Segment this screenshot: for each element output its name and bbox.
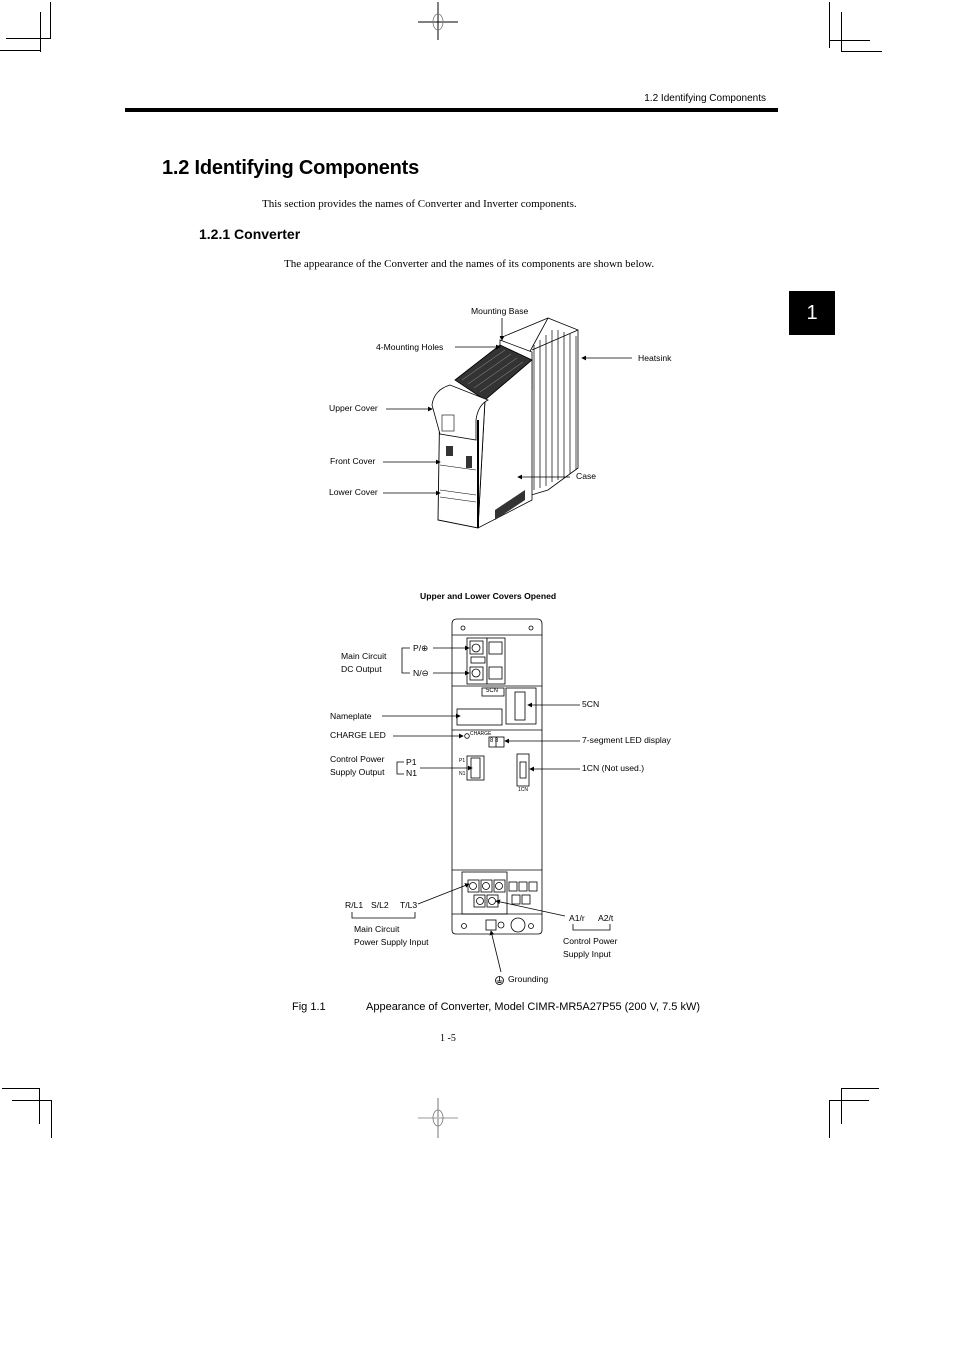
label-main-dc-output-2: DC Output bbox=[341, 664, 382, 674]
label-control-power-output-1: Control Power bbox=[330, 754, 385, 764]
label-heatsink: Heatsink bbox=[638, 353, 672, 363]
label-rl1: R/L1 bbox=[345, 900, 364, 910]
label-main-power-input-1: Main Circuit bbox=[354, 924, 400, 934]
label-upper-cover: Upper Cover bbox=[329, 403, 378, 413]
figure-caption: Appearance of Converter, Model CIMR-MR5A… bbox=[366, 1001, 701, 1013]
label-grounding: Grounding bbox=[508, 974, 549, 984]
running-head: 1.2 Identifying Components bbox=[644, 93, 766, 104]
label-1cn: 1CN (Not used.) bbox=[582, 763, 645, 773]
label-front-cover: Front Cover bbox=[330, 456, 376, 466]
figure-subtitle: Upper and Lower Covers Opened bbox=[420, 591, 557, 601]
label-mounting-holes: 4-Mounting Holes bbox=[376, 342, 444, 352]
chapter-tab: 1 bbox=[789, 291, 835, 335]
inner-1cn: 1CN bbox=[518, 787, 529, 793]
inner-charge-tag: CHARGE bbox=[470, 731, 492, 737]
subsection-intro: The appearance of the Converter and the … bbox=[284, 258, 655, 270]
label-control-power-output-2: Supply Output bbox=[330, 767, 385, 777]
label-case: Case bbox=[576, 471, 597, 481]
label-a1r: A1/r bbox=[569, 913, 585, 923]
label-a2t: A2/t bbox=[598, 913, 614, 923]
label-p-terminal: P/⊕ bbox=[413, 643, 429, 653]
label-control-power-input-1: Control Power bbox=[563, 936, 618, 946]
label-control-power-input-2: Supply Input bbox=[563, 949, 611, 959]
label-n-terminal: N/⊖ bbox=[413, 668, 429, 678]
section-title: 1.2 Identifying Components bbox=[162, 157, 420, 179]
section-intro: This section provides the names of Conve… bbox=[262, 198, 577, 210]
label-tl3: T/L3 bbox=[400, 900, 418, 910]
label-5cn: 5CN bbox=[582, 699, 600, 709]
label-sl2: S/L2 bbox=[371, 900, 389, 910]
page-number: 1 -5 bbox=[440, 1033, 456, 1044]
label-lower-cover: Lower Cover bbox=[329, 487, 378, 497]
callout-lines-bottom bbox=[351, 645, 611, 973]
ground-icon bbox=[495, 976, 504, 985]
label-main-power-input-2: Power Supply Input bbox=[354, 937, 429, 947]
label-mounting-base: Mounting Base bbox=[471, 306, 529, 316]
label-main-dc-output-1: Main Circuit bbox=[341, 651, 387, 661]
label-charge-led: CHARGE LED bbox=[330, 730, 386, 740]
label-p1: P1 bbox=[406, 757, 417, 767]
subsection-title: 1.2.1 Converter bbox=[199, 226, 301, 242]
converter-isometric-drawing bbox=[431, 317, 579, 529]
figure-number: Fig 1.1 bbox=[292, 1001, 326, 1013]
inner-5cn-tag: 5CN bbox=[486, 688, 499, 694]
label-nameplate: Nameplate bbox=[330, 711, 372, 721]
callout-lines-top bbox=[383, 318, 632, 496]
converter-front-drawing bbox=[451, 618, 543, 935]
label-led-display: 7-segment LED display bbox=[582, 735, 671, 745]
inner-n1: N1 bbox=[459, 771, 466, 777]
led-digits: 8 8 bbox=[490, 738, 499, 744]
inner-p1: P1 bbox=[459, 758, 466, 764]
header-rule bbox=[125, 108, 778, 112]
label-n1: N1 bbox=[406, 768, 417, 778]
